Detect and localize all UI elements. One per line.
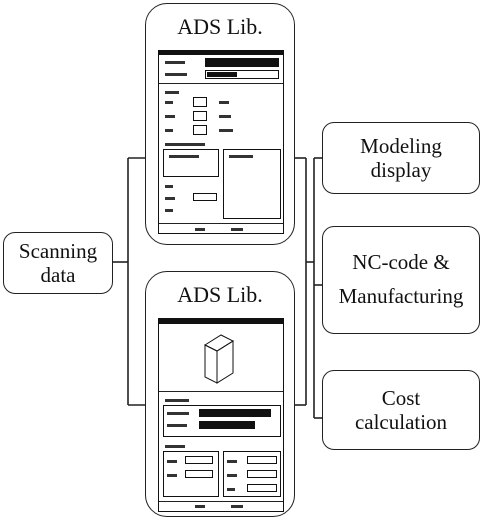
nc-code-line-1: NC-code &: [352, 250, 450, 275]
ads-lib-title-bottom: ADS Lib.: [177, 282, 263, 307]
scanning-data-line-1: Scanning: [18, 238, 98, 263]
ads-lib-panel-top: ADS Lib.: [145, 3, 295, 245]
modeling-display-line-2: display: [370, 158, 432, 182]
nc-code-line-2: Manufacturing: [338, 284, 464, 308]
ads-lib-screenshot-bottom: [158, 318, 284, 512]
cost-calculation-line-1: Cost: [381, 385, 421, 410]
scanning-data-line-2: data: [40, 263, 76, 287]
nc-code-manufacturing-box: NC-code & Manufacturing: [322, 226, 480, 334]
ads-lib-title-top: ADS Lib.: [177, 14, 263, 39]
ads-lib-screenshot-top: [158, 50, 284, 234]
cost-calculation-box: Cost calculation: [322, 370, 480, 450]
ads-lib-panel-bottom: ADS Lib.: [145, 271, 295, 517]
scanning-data-box: Scanning data: [3, 232, 113, 294]
cost-calculation-line-2: calculation: [354, 410, 448, 434]
part-3d-icon: [203, 334, 235, 384]
modeling-display-box: Modeling display: [322, 122, 480, 194]
modeling-display-line-1: Modeling: [360, 133, 442, 158]
